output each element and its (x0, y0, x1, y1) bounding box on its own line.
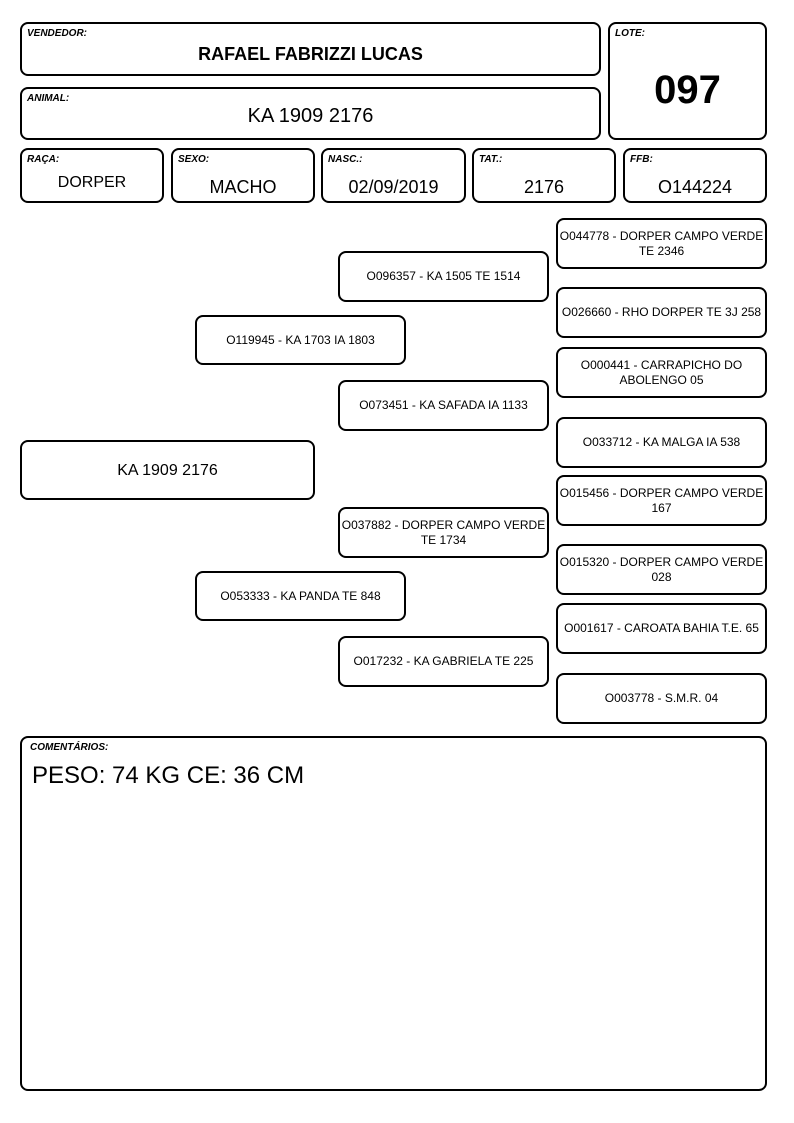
pedigree-great-grandparent: O015320 - DORPER CAMPO VERDE 028 (556, 544, 767, 595)
pedigree-great-grandparent: O033712 - KA MALGA IA 538 (556, 417, 767, 468)
sex-label: SEXO: (178, 154, 210, 165)
tattoo-box: TAT.: 2176 (472, 148, 616, 203)
birth-date-label: NASC.: (328, 154, 363, 165)
animal-id: KA 1909 2176 (247, 105, 374, 127)
comments-box: COMENTÁRIOS: PESO: 74 KG CE: 36 CM (20, 736, 767, 1091)
lot-box: LOTE: 097 (608, 22, 767, 140)
pedigree-great-grandparent: O044778 - DORPER CAMPO VERDE TE 2346 (556, 218, 767, 269)
breed-label: RAÇA: (27, 154, 60, 165)
pedigree-animal: KA 1909 2176 (20, 440, 315, 500)
seller-box: VENDEDOR: RAFAEL FABRIZZI LUCAS (20, 22, 601, 76)
breed-value: DORPER (57, 174, 127, 191)
seller-name: RAFAEL FABRIZZI LUCAS (198, 44, 423, 64)
lot-number: 097 (654, 68, 721, 112)
pedigree-sire: O119945 - KA 1703 IA 1803 (195, 315, 406, 365)
pedigree-sire-sire: O096357 - KA 1505 TE 1514 (338, 251, 549, 302)
breed-box: RAÇA: DORPER (20, 148, 164, 203)
seller-label: VENDEDOR: (27, 28, 88, 39)
lot-label: LOTE: (615, 28, 645, 39)
sex-value: MACHO (209, 177, 277, 197)
ffb-label: FFB: (630, 154, 653, 165)
pedigree-dam: O053333 - KA PANDA TE 848 (195, 571, 406, 621)
ffb-box: FFB: O144224 (623, 148, 767, 203)
pedigree-great-grandparent: O015456 - DORPER CAMPO VERDE 167 (556, 475, 767, 526)
pedigree-sire-dam: O073451 - KA SAFADA IA 1133 (338, 380, 549, 431)
ffb-value: O144224 (657, 177, 733, 197)
pedigree-great-grandparent: O000441 - CARRAPICHO DO ABOLENGO 05 (556, 347, 767, 398)
pedigree-great-grandparent: O001617 - CAROATA BAHIA T.E. 65 (556, 603, 767, 654)
pedigree-dam-dam: O017232 - KA GABRIELA TE 225 (338, 636, 549, 687)
sex-box: SEXO: MACHO (171, 148, 315, 203)
animal-box: ANIMAL: KA 1909 2176 (20, 87, 601, 140)
animal-label: ANIMAL: (27, 93, 70, 104)
birth-date-box: NASC.: 02/09/2019 (321, 148, 466, 203)
pedigree-dam-sire: O037882 - DORPER CAMPO VERDE TE 1734 (338, 507, 549, 558)
tattoo-label: TAT.: (479, 154, 503, 165)
birth-date-value: 02/09/2019 (348, 177, 439, 197)
pedigree-great-grandparent: O026660 - RHO DORPER TE 3J 258 (556, 287, 767, 338)
comments-text: PESO: 74 KG CE: 36 CM (32, 762, 305, 789)
tattoo-value: 2176 (523, 177, 565, 197)
comments-label: COMENTÁRIOS: (30, 742, 109, 753)
pedigree-great-grandparent: O003778 - S.M.R. 04 (556, 673, 767, 724)
